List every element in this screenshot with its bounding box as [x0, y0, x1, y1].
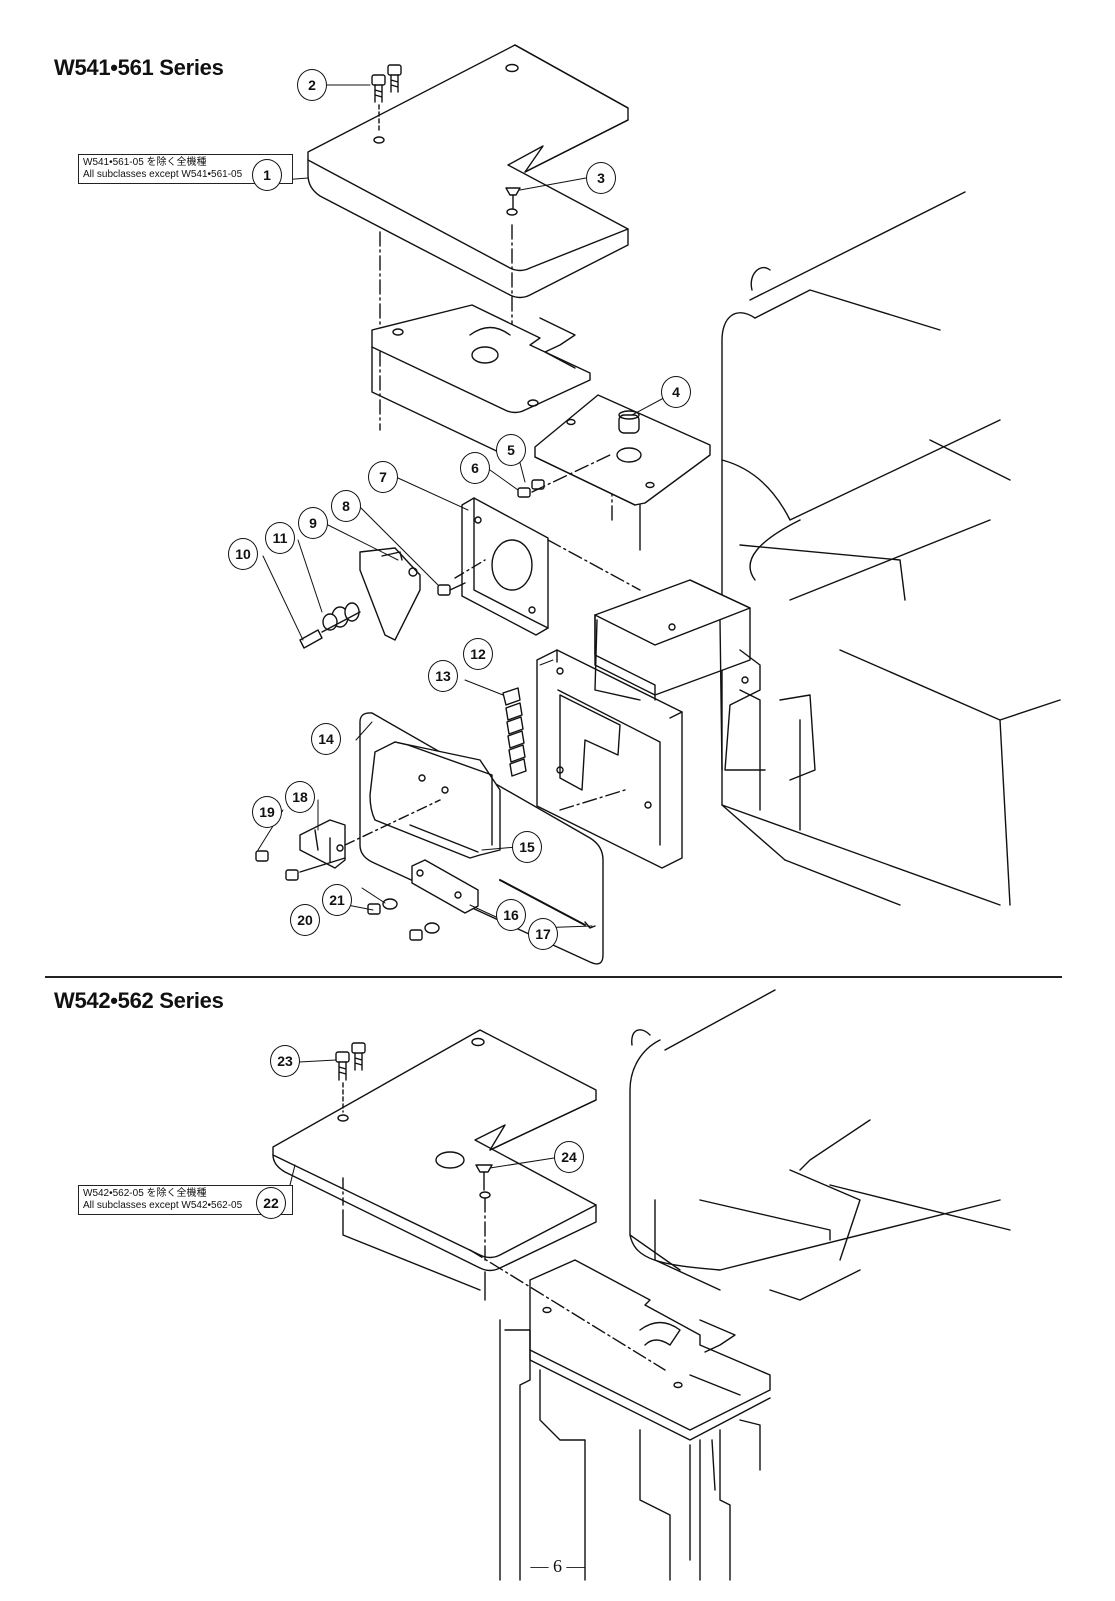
note-lower-line2: All subclasses except W542•562-05	[83, 1200, 243, 1211]
bed-plate-upper	[372, 305, 590, 455]
section-divider	[45, 976, 1062, 978]
callout-10: 10	[228, 538, 258, 570]
callout-4: 4	[661, 376, 691, 408]
callout-19: 19	[252, 796, 282, 828]
callout-24: 24	[554, 1141, 584, 1173]
callout-5: 5	[496, 434, 526, 466]
callout-12: 12	[463, 638, 493, 670]
feed-plate-4	[535, 395, 710, 550]
screw-pair-2	[372, 65, 401, 132]
callout-21: 21	[322, 884, 352, 916]
callout-18: 18	[285, 781, 315, 813]
callout-1: 1	[252, 159, 282, 191]
callout-11: 11	[265, 522, 295, 554]
inner-cover-15	[370, 742, 500, 858]
note-upper-line2: All subclasses except W541•561-05	[83, 169, 243, 180]
screw-3	[506, 188, 520, 208]
callout-3: 3	[586, 162, 616, 194]
page-number: — 6 —	[530, 1556, 585, 1576]
callout-20: 20	[290, 904, 320, 936]
callout-6: 6	[460, 452, 490, 484]
callout-16: 16	[496, 899, 526, 931]
note-lower-line1: W542•562-05 を除く全機種	[83, 1188, 207, 1199]
callout-23: 23	[270, 1045, 300, 1077]
callout-7: 7	[368, 461, 398, 493]
cover-plate-upper	[308, 45, 628, 298]
callout-17: 17	[528, 918, 558, 950]
slide-plate-16	[368, 860, 595, 940]
callout-22: 22	[256, 1187, 286, 1219]
callout-13: 13	[428, 660, 458, 692]
callout-8: 8	[331, 490, 361, 522]
callout-14: 14	[311, 723, 341, 755]
gasket-plate-7	[462, 498, 548, 635]
machine-body-upper	[722, 192, 1060, 905]
face-plate-12	[537, 650, 682, 868]
callout-9: 9	[298, 507, 328, 539]
guard-9-assembly	[300, 548, 485, 648]
bed-plate-lower	[343, 1210, 770, 1580]
screw-24	[476, 1165, 492, 1190]
section-title-lower: W542•562 Series	[54, 988, 224, 1013]
screw-pair-23	[336, 1043, 365, 1112]
machine-body-lower	[630, 990, 1010, 1300]
note-upper-line1: W541•561-05 を除く全機種	[83, 157, 207, 168]
callout-15: 15	[512, 831, 542, 863]
screws-5-6	[518, 455, 610, 497]
bracket-18	[256, 800, 440, 880]
leader-lines-lower	[290, 1060, 554, 1185]
leader-lines-upper	[258, 85, 673, 928]
screws-13	[503, 688, 526, 776]
section-title-upper: W541•561 Series	[54, 55, 224, 80]
arm-block	[595, 580, 765, 770]
cover-plate-lower	[273, 1030, 596, 1271]
callout-2: 2	[297, 69, 327, 101]
